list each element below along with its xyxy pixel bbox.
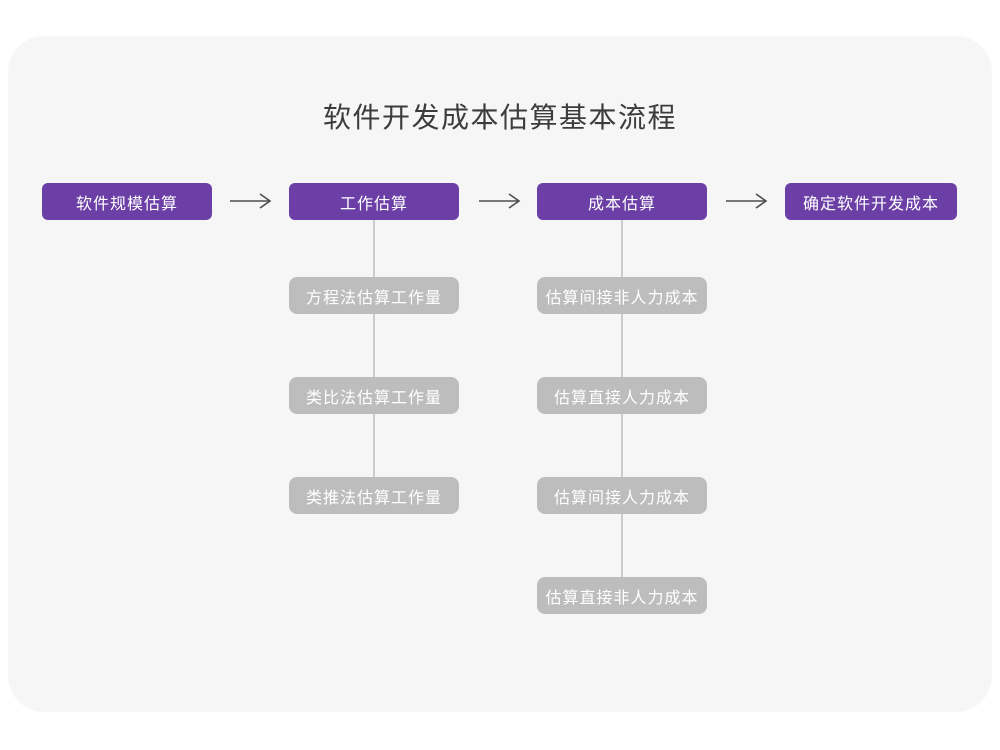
substep-equation-method-workload: 方程法估算工作量 [289,277,459,314]
stage-cost-estimation: 成本估算 [537,183,707,220]
diagram-card [8,36,992,712]
substep-direct-labor-cost: 估算直接人力成本 [537,377,707,414]
flow-arrow-icon [726,193,768,209]
flow-arrow-icon [479,193,521,209]
stage-software-size-estimation: 软件规模估算 [42,183,212,220]
substep-comparison-method-workload: 类比法估算工作量 [289,377,459,414]
stage-work-estimation: 工作估算 [289,183,459,220]
substep-analogy-method-workload: 类推法估算工作量 [289,477,459,514]
substep-indirect-labor-cost: 估算间接人力成本 [537,477,707,514]
stage-determine-development-cost: 确定软件开发成本 [785,183,957,220]
flow-arrow-icon [230,193,272,209]
substep-indirect-nonlabor-cost: 估算间接非人力成本 [537,277,707,314]
diagram-title: 软件开发成本估算基本流程 [322,102,677,133]
substep-direct-nonlabor-cost: 估算直接非人力成本 [537,577,707,614]
connector-line-work-estimation [373,220,375,496]
